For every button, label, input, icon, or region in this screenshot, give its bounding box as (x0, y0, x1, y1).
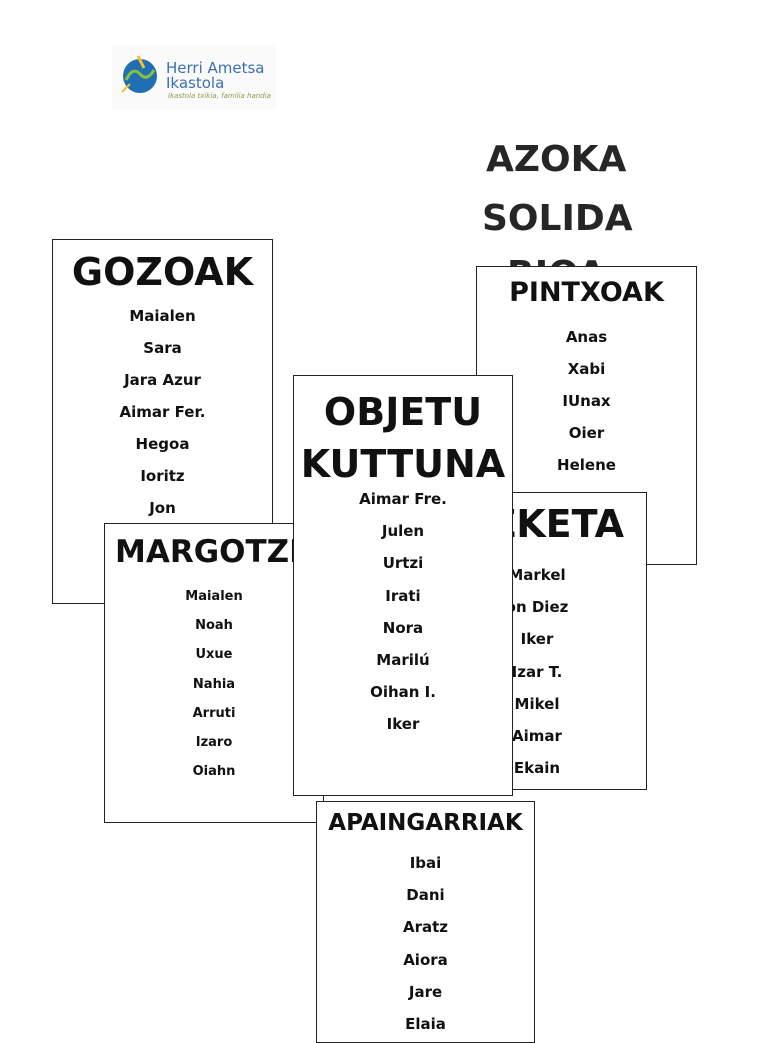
school-logo: Herri Ametsa Ikastola Ikastola txikia, f… (112, 46, 276, 110)
name-list: Ibai Dani Aratz Aiora Jare Elaia (317, 847, 534, 1040)
box-margotzen: MARGOTZEN Maialen Noah Uxue Nahia Arruti… (104, 523, 324, 823)
list-item: Helene (557, 456, 616, 474)
list-item: Nahia (192, 676, 236, 692)
list-item: Hegoa (135, 435, 190, 453)
list-item: Aiora (403, 950, 448, 969)
list-item: Ekain (513, 759, 561, 778)
ikastola-emblem-icon (121, 55, 157, 93)
list-item: Izar T. (511, 662, 563, 681)
box-heading-line1: OBJETU (323, 390, 483, 434)
list-item: Irati (385, 586, 421, 605)
list-item: Oihan I. (370, 683, 436, 702)
list-item: Nora (382, 618, 424, 637)
list-item: Uxue (195, 647, 233, 663)
list-item: Maialen (129, 307, 196, 325)
list-item: Xabi (567, 360, 606, 378)
box-heading-line2: KUTTUNA (300, 442, 506, 486)
box-apaingarriak: APAINGARRIAK Ibai Dani Aratz Aiora Jare … (316, 801, 535, 1043)
box-heading: PINTXOAK (509, 277, 664, 308)
list-item: Aimar (512, 727, 562, 746)
list-item: Julen (381, 522, 425, 541)
list-item: Aratz (402, 918, 449, 937)
list-item: Mikel (514, 694, 560, 713)
list-item: Sara (143, 339, 182, 357)
list-item: Maialen (185, 589, 243, 604)
list-item: Jara Azur (124, 371, 201, 389)
list-item: Ioritz (140, 467, 185, 485)
list-item: Aimar Fre. (359, 490, 447, 508)
list-item: Urtzi (382, 554, 424, 573)
title-line1: AZOKA (486, 139, 627, 180)
list-item: on Diez (505, 598, 569, 617)
name-list: Markel on Diez Iker Izar T. Mikel Aimar … (489, 559, 585, 784)
list-item: Iker (386, 715, 420, 734)
list-item: Ibai (409, 854, 442, 872)
logo-name-line2: Ikastola (166, 74, 225, 92)
list-item: Elaia (405, 1015, 446, 1034)
list-item: Jare (408, 982, 443, 1001)
list-item: Arruti (192, 705, 236, 721)
title-line2: SOLIDA (482, 198, 633, 239)
logo-name-line1: Herri Ametsa (166, 59, 265, 77)
box-objetu-kuttuna: OBJETU KUTTUNA Aimar Fre. Julen Urtzi Ir… (293, 375, 513, 796)
list-item: Dani (406, 886, 445, 905)
box-heading: MARGOTZEN (115, 534, 324, 570)
list-item: Anas (565, 328, 608, 346)
box-heading: APAINGARRIAK (328, 810, 523, 836)
list-item: Oiahn (192, 764, 236, 780)
list-item: Iker (520, 630, 554, 649)
list-item: Aimar Fer. (119, 403, 206, 421)
list-item: Noah (195, 618, 233, 634)
list-item: IUnax (562, 392, 611, 410)
list-item: Izaro (195, 735, 233, 751)
logo-slogan: Ikastola txikia, familia handia (168, 92, 271, 100)
name-list: Anas Xabi IUnax Oier Helene (477, 321, 696, 481)
list-item: Oier (568, 424, 605, 442)
list-item: Marilú (376, 651, 430, 670)
name-list: Aimar Fre. Julen Urtzi Irati Nora Marilú… (294, 483, 512, 741)
list-item: Jon (149, 499, 176, 517)
name-list: Maialen Noah Uxue Nahia Arruti Izaro Oia… (105, 582, 323, 786)
name-list: Maialen Sara Jara Azur Aimar Fer. Hegoa … (53, 300, 272, 524)
list-item: Markel (508, 566, 566, 584)
box-heading: GOZOAK (71, 250, 254, 294)
